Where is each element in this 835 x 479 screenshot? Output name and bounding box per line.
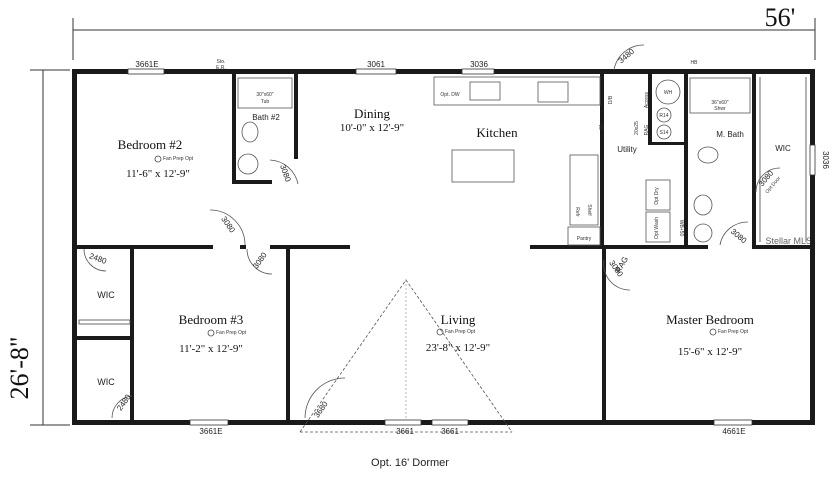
wb-label: WB+50: [678, 220, 684, 237]
wic3-label: WIC: [775, 144, 791, 153]
opt-dw-label: Opt. DW: [440, 92, 459, 98]
tub-bath2: [237, 77, 293, 109]
door-utility: 3080: [729, 227, 749, 246]
living-name: Living: [441, 312, 476, 327]
tub-size: 30"x60": [256, 92, 273, 98]
kitchen-sink: [469, 81, 501, 101]
pantry-label: Pantry: [577, 236, 592, 242]
toilet-bath2: [241, 121, 259, 143]
opt-dryer: [645, 179, 671, 211]
living-fan: Fan Prep Opt: [445, 329, 476, 335]
window-bottom-mid1: 3661: [396, 427, 414, 436]
window-bottom-mid2: 3661: [441, 427, 459, 436]
room-labels: Bedroom #2 Fan Prep Opt 11'-6" x 12'-9" …: [97, 106, 754, 387]
wic1-label: WIC: [97, 290, 115, 300]
utility-label: Utility: [617, 145, 637, 154]
n31-label: 31: [599, 124, 605, 130]
sink-mbath1: [693, 194, 713, 216]
door-bath2: 3080: [278, 163, 293, 183]
s14-circle: [656, 124, 672, 140]
tub-label: Tub: [261, 99, 270, 105]
door-bedroom3: 3080: [251, 250, 269, 270]
master-name: Master Bedroom: [666, 312, 754, 327]
water-heater: [655, 79, 681, 105]
opt-wash-label: Opt Wash: [654, 217, 660, 239]
bath2-label: Bath #2: [252, 113, 280, 122]
door-wic-upper: 2480: [88, 251, 108, 266]
living-size: 23'-8" x 12'-9": [426, 342, 490, 354]
window-bottom-left: 3661E: [199, 427, 222, 436]
bedroom2-size: 11'-6" x 12'-9": [126, 168, 190, 180]
dormer-outline: [299, 279, 513, 433]
bedroom3-fan: Fan Prep Opt: [216, 330, 247, 336]
shower-size: 36"x60": [711, 100, 728, 106]
r14-label: R14: [659, 113, 668, 119]
kitchen-counter: [433, 76, 601, 106]
window-top-left: 3661E: [135, 60, 158, 69]
s14-label: S14: [660, 130, 669, 136]
db-label: D/B: [608, 95, 614, 104]
toilet-mbath: [697, 146, 719, 164]
sink-bath2: [237, 153, 259, 175]
rag-label: RAG: [644, 124, 650, 135]
wic2-label: WIC: [97, 377, 115, 387]
doors: [83, 44, 781, 419]
door-rag-label: RAG: [614, 255, 630, 275]
sto-label: Sto.: [217, 59, 226, 65]
shower-label: Shwr: [714, 106, 726, 112]
kitchen-name: Kitchen: [476, 125, 518, 140]
bedroom2-fan: Fan Prep Opt: [163, 156, 194, 162]
opt-dry-label: Opt Dry: [654, 187, 660, 205]
door-bedroom2: 3080: [219, 215, 237, 235]
window-top-dining: 3061: [367, 60, 385, 69]
dormer-label: Opt. 16' Dormer: [371, 457, 449, 469]
window-bottom-right: 4661E: [722, 427, 745, 436]
bedroom3-size: 11'-2" x 12'-9": [179, 343, 243, 355]
kitchen-island: [451, 149, 515, 183]
width-label: 56': [765, 3, 796, 32]
mbath-label: M. Bath: [716, 130, 744, 139]
width-dimension: 56': [72, 3, 816, 60]
wh-label: WH: [664, 90, 673, 96]
depth-label: 26'-8": [5, 337, 34, 400]
dining-size: 10'-0" x 12'-9": [340, 122, 404, 134]
shelf-label: Shelf: [586, 204, 592, 216]
windows: [127, 68, 816, 426]
bedroom2-name: Bedroom #2: [118, 137, 183, 152]
door-rear: 3480: [617, 47, 637, 66]
hb-label: HB: [691, 60, 699, 66]
r14-circle: [656, 107, 672, 123]
watermark: Stellar MLS: [765, 236, 812, 246]
refr-label: Refr: [574, 207, 580, 217]
access-label: Access: [644, 91, 650, 108]
interior-walls: [77, 74, 810, 421]
dining-name: Dining: [354, 106, 391, 121]
kitchen-range: [537, 81, 569, 103]
window-top-kitchen: 3036: [470, 60, 488, 69]
sink-mbath2: [693, 223, 713, 243]
er-label: E.R.: [216, 65, 226, 71]
master-size: 15'-6" x 12'-9": [678, 346, 742, 358]
opt-washer: [645, 211, 671, 243]
master-fan: Fan Prep Opt: [718, 329, 749, 335]
refrigerator-area: [569, 154, 599, 226]
shower-mbath: [689, 77, 751, 114]
depth-dimension: 26'-8": [5, 69, 70, 426]
window-right-side: 3036: [821, 151, 830, 169]
size-20x25: 20x25: [634, 121, 640, 135]
bedroom3-name: Bedroom #3: [179, 312, 244, 327]
pantry-box: [567, 226, 601, 246]
